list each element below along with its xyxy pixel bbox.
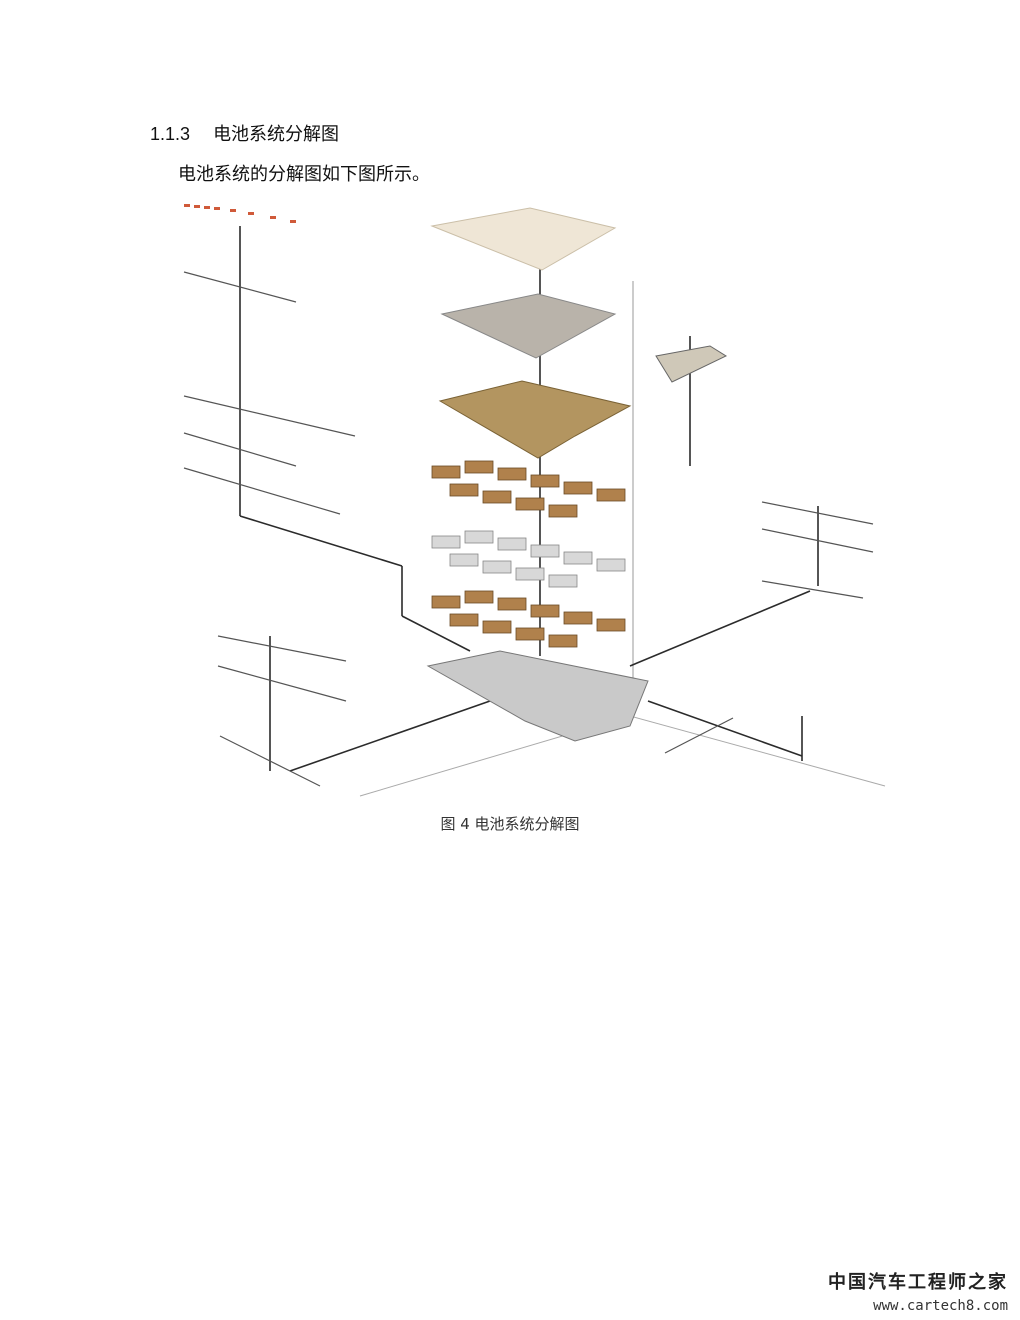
section-title: 电池系统分解图 xyxy=(213,124,340,145)
exploded-view-figure xyxy=(170,196,900,804)
body-paragraph: 电池系统的分解图如下图所示。 xyxy=(178,164,430,185)
section-heading: 1.1.3 电池系统分解图 xyxy=(150,120,339,146)
battery-exploded-illustration xyxy=(183,204,886,797)
figure-caption: 图 4 电池系统分解图 xyxy=(440,815,580,833)
watermark: 中国汽车工程师之家 www.cartech8.com xyxy=(828,1268,1008,1314)
section-number: 1.1.3 xyxy=(150,124,191,144)
watermark-url: www.cartech8.com xyxy=(873,1298,1008,1314)
watermark-logo-text: 中国汽车工程师之家 xyxy=(828,1272,1008,1293)
